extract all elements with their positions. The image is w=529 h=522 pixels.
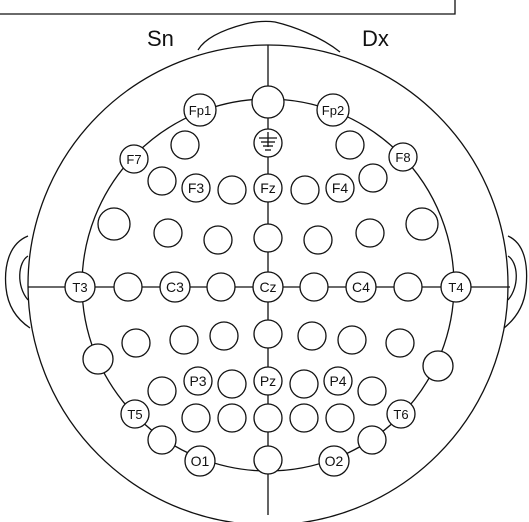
electrode-f4 <box>325 173 355 203</box>
label-c4: C4 <box>352 279 370 295</box>
electrode <box>147 425 177 455</box>
label-fz: Fz <box>260 180 276 196</box>
label-t3: T3 <box>72 280 87 295</box>
top-frame <box>0 0 456 15</box>
electrode <box>147 376 177 406</box>
electrode <box>303 225 333 255</box>
label-o1: O1 <box>191 453 210 469</box>
electrode <box>97 207 131 241</box>
label-cz: Cz <box>259 279 276 295</box>
electrode-fp1 <box>183 93 217 127</box>
label-f3: F3 <box>188 180 205 196</box>
electrode-fp2 <box>316 93 350 127</box>
electrode <box>121 328 151 358</box>
electrode <box>170 130 200 160</box>
electrode-o2 <box>318 445 350 477</box>
electrode <box>153 218 183 248</box>
left-ear-inner <box>19 255 29 301</box>
electrode-t4 <box>440 271 472 303</box>
electrode <box>357 376 387 406</box>
electrode-c3 <box>159 271 191 303</box>
electrode-f7 <box>119 144 149 174</box>
electrode-pz <box>253 366 283 396</box>
hemisphere-right-label: Dx <box>362 26 389 51</box>
electrode <box>217 369 247 399</box>
hemisphere-left-label: Sn <box>147 26 174 51</box>
label-o2: O2 <box>325 453 344 469</box>
electrode <box>355 218 385 248</box>
electrode <box>358 163 388 193</box>
label-f7: F7 <box>126 152 141 167</box>
left-ear <box>4 235 31 329</box>
electrode-p3 <box>183 366 213 396</box>
electrode <box>203 225 233 255</box>
electrode <box>113 272 143 302</box>
label-t5: T5 <box>127 407 142 422</box>
electrode <box>337 325 367 355</box>
electrode <box>335 130 365 160</box>
electrode-cz <box>252 271 284 303</box>
electrode <box>206 272 236 302</box>
electrode-f3 <box>181 173 211 203</box>
electrode-t6 <box>386 399 416 429</box>
electrode <box>289 403 319 433</box>
label-c3: C3 <box>166 279 184 295</box>
electrode <box>405 207 439 241</box>
electrode <box>253 223 283 253</box>
label-t6: T6 <box>393 407 408 422</box>
electrode-f8 <box>388 142 418 172</box>
electrode-c4 <box>345 271 377 303</box>
electrode <box>290 175 320 205</box>
electrode <box>181 403 211 433</box>
electrode-o1 <box>184 445 216 477</box>
electrode <box>299 272 329 302</box>
label-fp2: Fp2 <box>322 103 344 118</box>
electrode <box>147 166 177 196</box>
label-p3: P3 <box>189 373 206 389</box>
electrode <box>217 403 247 433</box>
electrode-t5 <box>120 399 150 429</box>
ground-symbol-icon <box>259 132 277 151</box>
electrode <box>253 445 283 475</box>
label-fp1: Fp1 <box>189 103 211 118</box>
unlabeled-electrodes <box>82 85 454 475</box>
electrode-fz <box>253 173 283 203</box>
electrode <box>209 321 239 351</box>
electrode <box>82 343 114 375</box>
label-pz: Pz <box>260 373 276 389</box>
electrode <box>393 272 423 302</box>
electrode <box>325 403 355 433</box>
electrode <box>253 403 283 433</box>
right-ear <box>503 235 528 329</box>
electrode <box>253 319 283 349</box>
electrode <box>385 328 415 358</box>
right-ear-inner <box>507 255 517 301</box>
electrode <box>169 325 199 355</box>
electrode <box>422 350 454 382</box>
electrode-t3 <box>64 271 96 303</box>
electrode <box>251 85 285 119</box>
electrode-p4 <box>323 366 353 396</box>
label-t4: T4 <box>448 280 463 295</box>
label-f8: F8 <box>395 150 410 165</box>
nose-outline <box>197 20 341 53</box>
electrode <box>297 321 327 351</box>
electrode <box>289 369 319 399</box>
electrode <box>217 175 247 205</box>
label-p4: P4 <box>329 373 346 389</box>
electrode <box>357 425 387 455</box>
label-f4: F4 <box>332 180 349 196</box>
